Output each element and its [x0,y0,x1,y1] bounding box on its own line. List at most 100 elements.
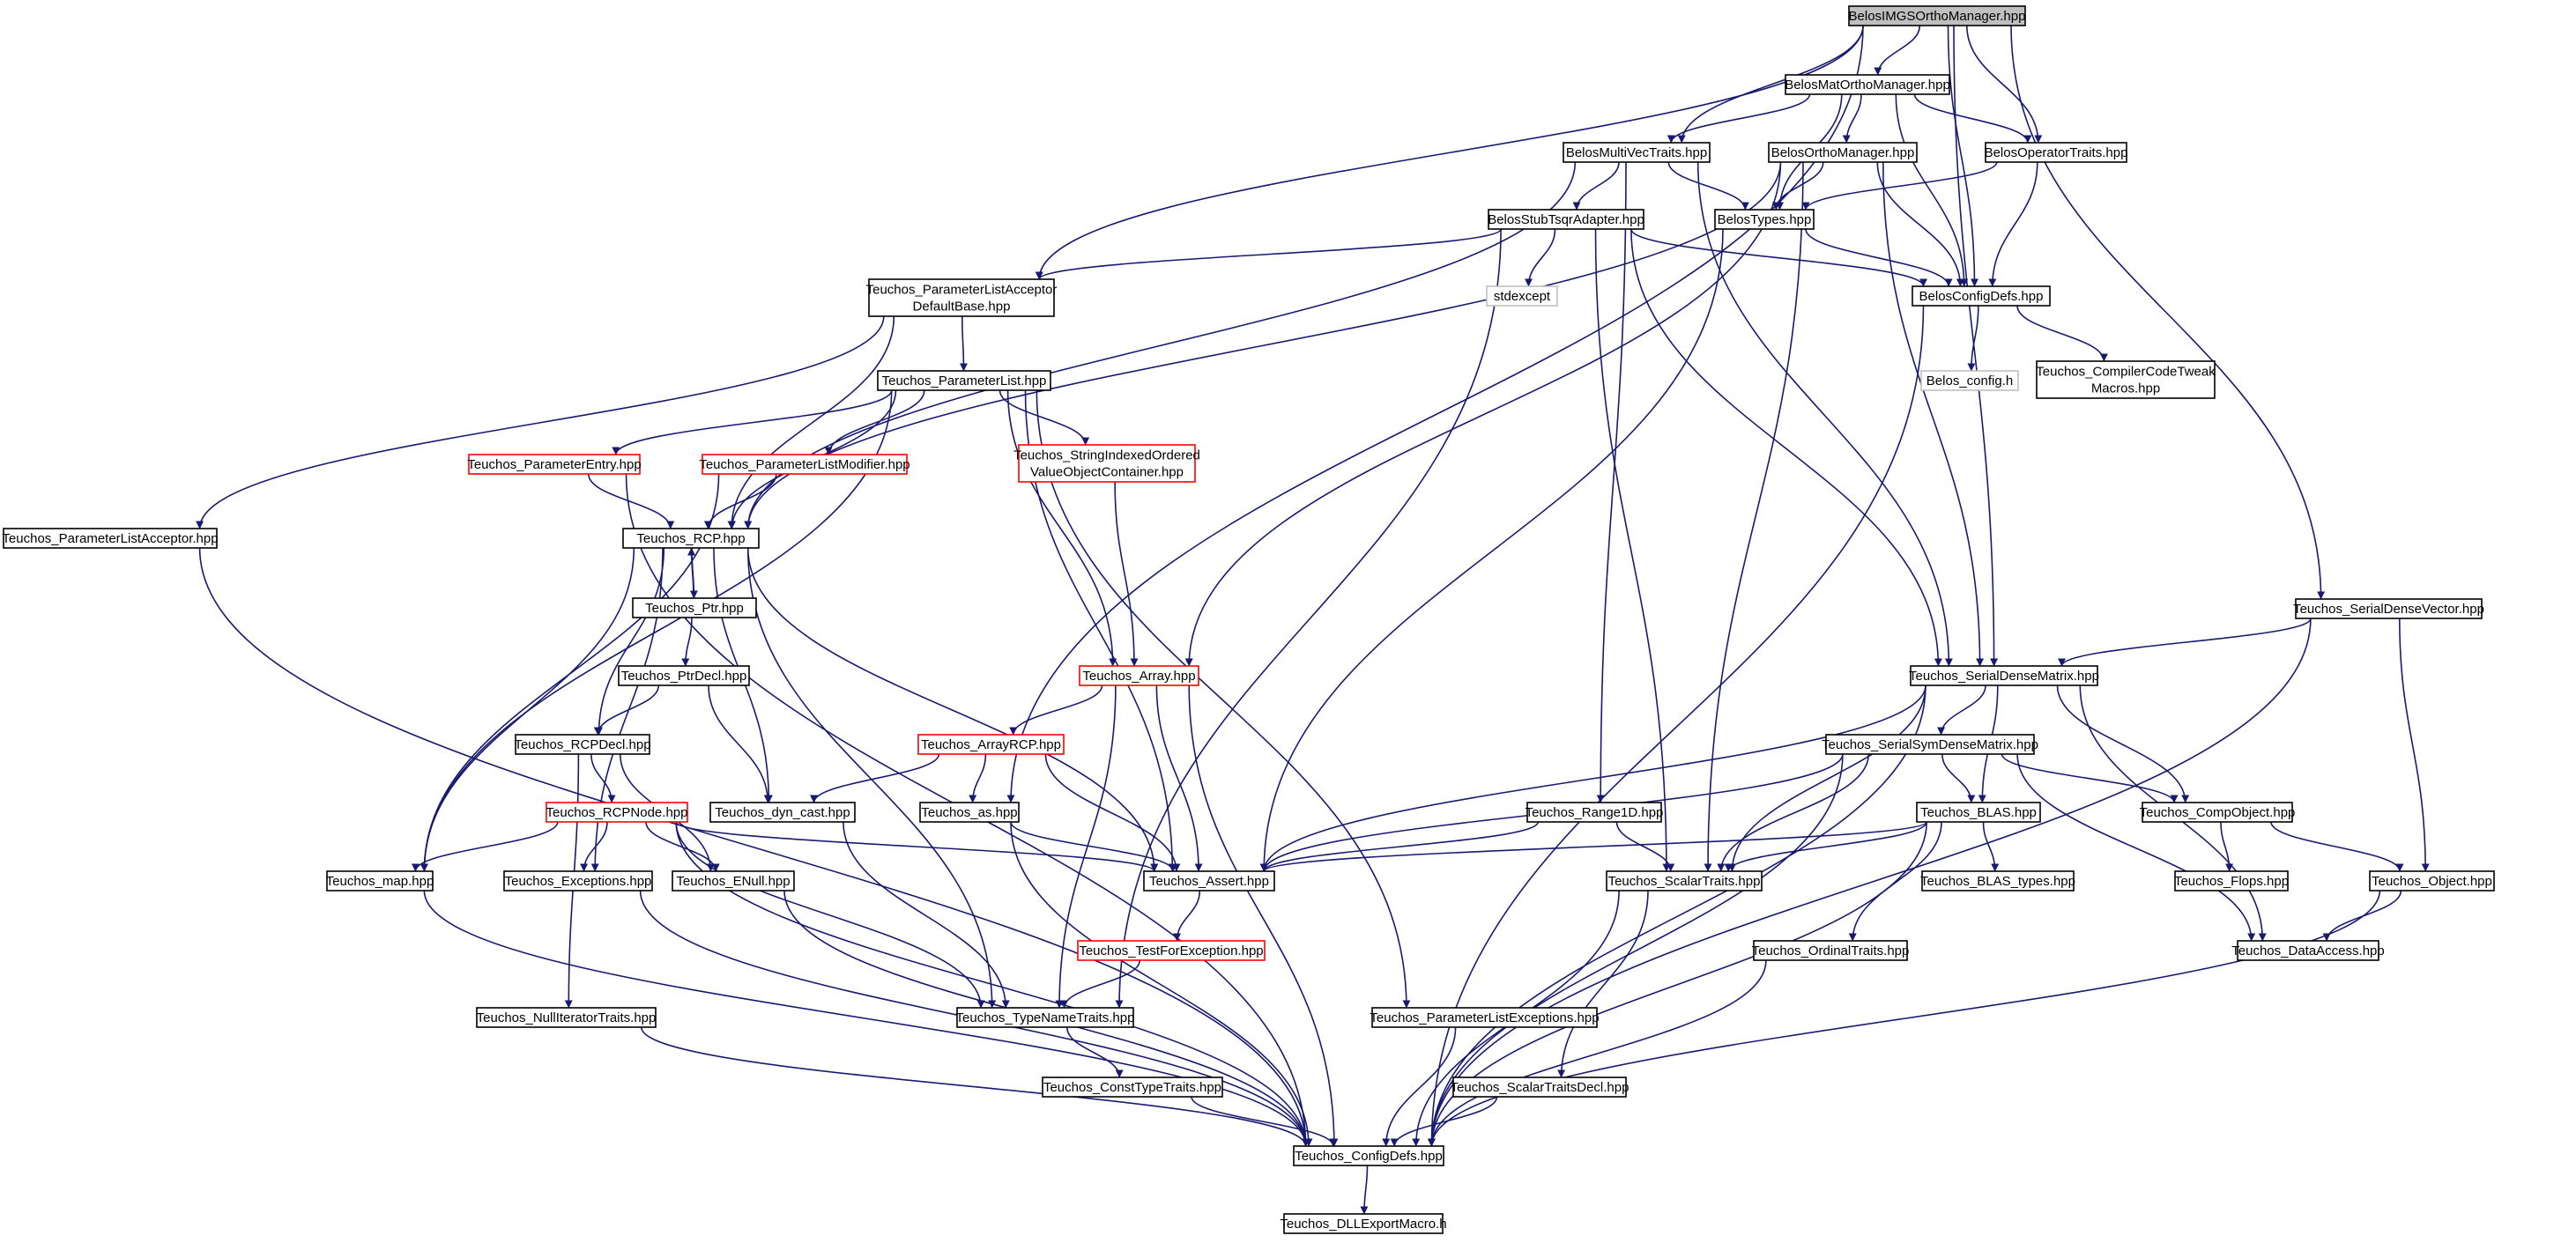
node-root[interactable]: BelosIMGSOrthoManager.hpp [1848,5,2026,26]
node-box [326,870,434,892]
node-dllexport[interactable]: Teuchos_DLLExportMacro.h [1280,1213,1447,1234]
node-optraits[interactable]: BelosOperatorTraits.hpp [1985,142,2128,163]
node-paramlist[interactable]: Teuchos_ParameterList.hpp [877,370,1051,391]
node-box [515,734,650,755]
node-flops[interactable]: Teuchos_Flops.hpp [2174,870,2289,892]
node-box [632,597,757,618]
node-rcp[interactable]: Teuchos_RCP.hpp [622,528,760,549]
node-consttype[interactable]: Teuchos_ConstTypeTraits.hpp [1042,1077,1223,1098]
node-ssdmatrix[interactable]: Teuchos_SerialSymDenseMatrix.hpp [1822,734,2038,755]
node-label: Teuchos_Assert.hpp [1149,874,1269,889]
node-typename[interactable]: Teuchos_TypeNameTraits.hpp [956,1007,1135,1028]
edge-ssdmatrix-to-scalartraits [1717,753,1870,872]
node-plaacceptor[interactable]: Teuchos_ParameterListAcceptor.hpp [2,528,219,549]
node-label: Teuchos_Exceptions.hpp [505,874,652,889]
node-ordinal[interactable]: Teuchos_OrdinalTraits.hpp [1752,940,1910,961]
node-testforexc[interactable]: Teuchos_TestForException.hpp [1077,940,1266,961]
node-label: Teuchos_PtrDecl.hpp [621,669,747,684]
node-dyncast[interactable]: Teuchos_dyn_cast.hpp [709,802,856,823]
edge-paramlist-to-array [1006,389,1117,667]
node-multivec[interactable]: BelosMultiVecTraits.hpp [1563,142,1711,163]
node-plmodifier[interactable]: Teuchos_ParameterListModifier.hpp [699,454,910,475]
node-box [1714,209,1815,230]
node-blastypes[interactable]: Teuchos_BLAS_types.hpp [1920,870,2075,892]
node-box [468,454,641,475]
edge-sdmatrix-to-ssdmatrix [1937,684,1986,736]
edge-nulliter-to-configdefs [641,1026,1310,1147]
node-sdmatrix[interactable]: Teuchos_SerialDenseMatrix.hpp [1909,665,2099,686]
node-stringindexed[interactable]: Teuchos_StringIndexedOrderedValueObjectC… [1013,444,1200,483]
node-dataaccess[interactable]: Teuchos_DataAccess.hpp [2231,940,2385,961]
node-box [917,734,1065,755]
edge-multivec-to-range1d [1596,161,1627,803]
node-map[interactable]: Teuchos_map.hpp [326,870,434,892]
node-stdexcept[interactable]: stdexcept [1486,285,1558,307]
node-rcpnode[interactable]: Teuchos_RCPNode.hpp [546,802,688,823]
edge-assert-to-testforexc [1173,890,1201,942]
node-label: Teuchos_NullIteratorTraits.hpp [477,1010,657,1025]
node-box [2237,940,2379,961]
edge-multivec-to-stubtsqr [1572,161,1620,211]
node-belosconfigh[interactable]: Belos_config.h [1920,370,2019,391]
node-stubtsqr[interactable]: BelosStubTsqrAdapter.hpp [1488,209,1644,230]
node-label: Teuchos_Object.hpp [2372,874,2492,889]
node-orthomgr[interactable]: BelosOrthoManager.hpp [1768,142,1918,163]
edge-stubtsqr-to-scalartraits [1594,228,1671,872]
node-array[interactable]: Teuchos_Array.hpp [1079,665,1199,686]
node-label: Teuchos_Array.hpp [1082,669,1195,684]
node-range1d[interactable]: Teuchos_Range1D.hpp [1526,802,1664,823]
node-object[interactable]: Teuchos_Object.hpp [2369,870,2495,892]
node-matortho[interactable]: BelosMatOrthoManager.hpp [1785,74,1950,95]
node-plaDefault[interactable]: Teuchos_ParameterListAcceptorDefaultBase… [866,278,1058,317]
node-as[interactable]: Teuchos_as.hpp [919,802,1020,823]
node-enull[interactable]: Teuchos_ENull.hpp [672,870,795,892]
edge-belostypes-to-assert [1259,228,1724,872]
node-configdefs[interactable]: Teuchos_ConfigDefs.hpp [1293,1145,1444,1166]
edge-range1d-to-scalartraits [1615,821,1675,872]
node-assert[interactable]: Teuchos_Assert.hpp [1143,870,1275,892]
node-box [1848,5,2026,26]
node-box [2036,360,2216,399]
node-box [1283,1213,1444,1234]
node-paramentry[interactable]: Teuchos_ParameterEntry.hpp [467,454,642,475]
edge-compobject-to-flops [2220,821,2234,872]
edge-stubtsqr-to-belosconfig [1630,228,1927,287]
node-label: Teuchos_ParameterListModifier.hpp [699,457,909,472]
edge-rcpnode-to-assert [675,821,1159,872]
edge-paramentry-to-rcp [588,473,675,529]
node-box [709,802,856,823]
node-label: Teuchos_as.hpp [921,805,1017,820]
node-scalartraits[interactable]: Teuchos_ScalarTraits.hpp [1606,870,1763,892]
node-label: Teuchos_SerialDenseMatrix.hpp [1909,669,2099,684]
node-arrayrcp[interactable]: Teuchos_ArrayRCP.hpp [917,734,1065,755]
node-label: Teuchos_ParameterListExceptions.hpp [1370,1010,1599,1025]
edge-root-to-optraits [1966,25,2043,144]
node-sdvector[interactable]: Teuchos_SerialDenseVector.hpp [2293,598,2484,619]
node-box [503,870,653,892]
edge-array-to-typename [1055,684,1117,1009]
edge-matortho-to-belosconfig [1895,93,1969,287]
node-scalardecl[interactable]: Teuchos_ScalarTraitsDecl.hpp [1451,1077,1629,1098]
node-ptrdecl[interactable]: Teuchos_PtrDecl.hpp [618,665,750,686]
node-plexceptions[interactable]: Teuchos_ParameterListExceptions.hpp [1370,1007,1600,1028]
node-box [1920,370,2019,391]
node-box [2369,870,2495,892]
node-rcpdecl[interactable]: Teuchos_RCPDecl.hpp [514,734,651,755]
node-nulliter[interactable]: Teuchos_NullIteratorTraits.hpp [476,1007,657,1028]
edge-matortho-to-orthomgr [1842,93,1862,144]
node-label: Macros.hpp [2091,381,2160,396]
node-exceptions[interactable]: Teuchos_Exceptions.hpp [503,870,653,892]
node-label: Teuchos_ParameterListAcceptor [866,283,1058,298]
edge-as-to-assert [1010,821,1177,872]
node-ptr[interactable]: Teuchos_Ptr.hpp [632,597,757,618]
node-box [1768,142,1918,163]
edge-blas-to-assert [1259,821,1927,872]
node-blas[interactable]: Teuchos_BLAS.hpp [1916,802,2041,823]
node-label: Teuchos_ParameterList.hpp [882,374,1047,388]
node-belostypes[interactable]: BelosTypes.hpp [1714,209,1815,230]
node-belosconfig[interactable]: BelosConfigDefs.hpp [1912,285,2051,307]
node-label: BelosOperatorTraits.hpp [1985,145,2128,160]
node-compobject[interactable]: Teuchos_CompObject.hpp [2140,802,2296,823]
